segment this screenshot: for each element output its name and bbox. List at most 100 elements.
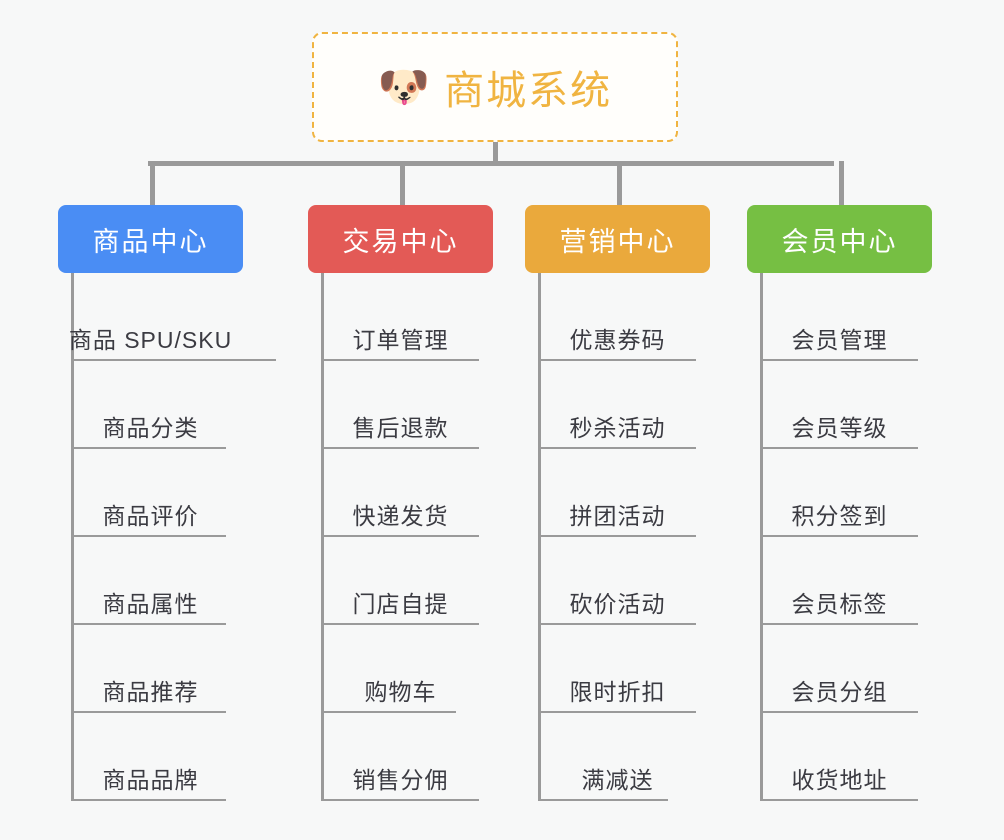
leaf-item[interactable]: 商品评价 <box>58 449 243 537</box>
leaf-item-underline <box>321 711 456 713</box>
leaf-item[interactable]: 限时折扣 <box>525 625 710 713</box>
category-box-marketing-center[interactable]: 营销中心 <box>525 205 710 273</box>
leaf-item-label: 秒杀活动 <box>569 415 666 441</box>
leaf-item-label: 会员标签 <box>791 591 888 617</box>
leaf-item-label: 砍价活动 <box>569 591 666 617</box>
leaf-item-label: 门店自提 <box>352 591 449 617</box>
leaf-spine-trade-center <box>321 273 324 801</box>
leaf-item-underline <box>71 711 226 713</box>
leaf-item-underline <box>321 447 479 449</box>
leaf-item-label: 满减送 <box>581 767 654 793</box>
leaf-item[interactable]: 收货地址 <box>747 713 932 801</box>
leaf-item-underline <box>760 447 918 449</box>
leaf-item-underline <box>321 623 479 625</box>
leaf-item[interactable]: 满减送 <box>525 713 710 801</box>
leaf-item-underline <box>71 799 226 801</box>
leaf-item-label: 会员等级 <box>791 415 888 441</box>
leaf-list-trade-center: 订单管理售后退款快递发货门店自提购物车销售分佣 <box>308 273 493 801</box>
leaf-item-underline <box>71 359 276 361</box>
leaf-item-underline <box>321 799 479 801</box>
leaf-item-underline <box>760 711 918 713</box>
leaf-item-underline <box>538 711 696 713</box>
leaf-item-label: 会员分组 <box>791 679 888 705</box>
leaf-item-label: 收货地址 <box>791 767 888 793</box>
leaf-item-underline <box>538 535 696 537</box>
leaf-item[interactable]: 会员标签 <box>747 537 932 625</box>
leaf-item[interactable]: 销售分佣 <box>308 713 493 801</box>
leaf-item[interactable]: 秒杀活动 <box>525 361 710 449</box>
leaf-item-underline <box>538 799 668 801</box>
leaf-item[interactable]: 会员分组 <box>747 625 932 713</box>
leaf-item-label: 商品分类 <box>102 415 199 441</box>
leaf-item[interactable]: 会员等级 <box>747 361 932 449</box>
leaf-item[interactable]: 优惠券码 <box>525 273 710 361</box>
leaf-item-underline <box>321 535 479 537</box>
leaf-item-underline <box>760 359 918 361</box>
leaf-spine-product-center <box>71 273 74 801</box>
leaf-item[interactable]: 购物车 <box>308 625 493 713</box>
leaf-item-label: 销售分佣 <box>352 767 449 793</box>
leaf-item-label: 优惠券码 <box>569 327 666 353</box>
leaf-item-underline <box>321 359 479 361</box>
leaf-item[interactable]: 会员管理 <box>747 273 932 361</box>
branch-bus-line <box>148 161 834 166</box>
category-label-trade-center: 交易中心 <box>342 226 459 257</box>
category-box-product-center[interactable]: 商品中心 <box>58 205 243 273</box>
leaf-item[interactable]: 商品品牌 <box>58 713 243 801</box>
column-product-center: 商品中心商品 SPU/SKU 商品分类商品评价商品属性商品推荐商品品牌 <box>58 205 276 801</box>
leaf-item-label: 限时折扣 <box>569 679 666 705</box>
leaf-item-underline <box>71 535 226 537</box>
leaf-item-label: 商品评价 <box>102 503 199 529</box>
branch-drop-trade-center <box>400 161 405 205</box>
branch-drop-marketing-center <box>617 161 622 205</box>
root-node[interactable]: 🐶 商城系统 <box>312 32 678 142</box>
category-label-product-center: 商品中心 <box>92 226 209 257</box>
column-trade-center: 交易中心订单管理售后退款快递发货门店自提购物车销售分佣 <box>308 205 493 801</box>
leaf-item-label: 商品品牌 <box>102 767 199 793</box>
leaf-item-label: 售后退款 <box>352 415 449 441</box>
leaf-list-product-center: 商品 SPU/SKU 商品分类商品评价商品属性商品推荐商品品牌 <box>58 273 276 801</box>
branch-drop-member-center <box>839 161 844 205</box>
category-box-trade-center[interactable]: 交易中心 <box>308 205 493 273</box>
column-member-center: 会员中心会员管理会员等级积分签到会员标签会员分组收货地址 <box>747 205 932 801</box>
leaf-item[interactable]: 砍价活动 <box>525 537 710 625</box>
leaf-list-member-center: 会员管理会员等级积分签到会员标签会员分组收货地址 <box>747 273 932 801</box>
leaf-item[interactable]: 快递发货 <box>308 449 493 537</box>
leaf-item[interactable]: 商品属性 <box>58 537 243 625</box>
category-label-marketing-center: 营销中心 <box>559 226 676 257</box>
leaf-item[interactable]: 售后退款 <box>308 361 493 449</box>
leaf-item-underline <box>760 623 918 625</box>
root-connector-stem <box>493 142 498 164</box>
leaf-item-label: 拼团活动 <box>569 503 666 529</box>
column-marketing-center: 营销中心优惠券码秒杀活动拼团活动砍价活动限时折扣满减送 <box>525 205 710 801</box>
leaf-item-label: 商品属性 <box>102 591 199 617</box>
leaf-item-underline <box>538 447 696 449</box>
leaf-item-label: 订单管理 <box>352 327 449 353</box>
leaf-spine-member-center <box>760 273 763 801</box>
leaf-item-underline <box>760 799 918 801</box>
leaf-item[interactable]: 门店自提 <box>308 537 493 625</box>
category-box-member-center[interactable]: 会员中心 <box>747 205 932 273</box>
leaf-item-underline <box>538 359 696 361</box>
leaf-item-label: 积分签到 <box>791 503 888 529</box>
category-label-member-center: 会员中心 <box>781 226 898 257</box>
leaf-item[interactable]: 拼团活动 <box>525 449 710 537</box>
leaf-item[interactable]: 积分签到 <box>747 449 932 537</box>
leaf-item-label: 快递发货 <box>352 503 449 529</box>
leaf-item-label: 购物车 <box>364 679 437 705</box>
leaf-item[interactable]: 商品推荐 <box>58 625 243 713</box>
root-node-label: 商城系统 <box>444 69 613 113</box>
leaf-item-underline <box>71 623 226 625</box>
leaf-item-underline <box>538 623 696 625</box>
leaf-item[interactable]: 商品分类 <box>58 361 243 449</box>
leaf-spine-marketing-center <box>538 273 541 801</box>
leaf-item-label: 商品 SPU/SKU <box>68 327 233 353</box>
leaf-item-underline <box>760 535 918 537</box>
leaf-item[interactable]: 商品 SPU/SKU <box>58 273 276 361</box>
leaf-item[interactable]: 订单管理 <box>308 273 493 361</box>
leaf-item-label: 商品推荐 <box>102 679 199 705</box>
leaf-item-label: 会员管理 <box>791 327 888 353</box>
leaf-list-marketing-center: 优惠券码秒杀活动拼团活动砍价活动限时折扣满减送 <box>525 273 710 801</box>
branch-drop-product-center <box>150 161 155 205</box>
